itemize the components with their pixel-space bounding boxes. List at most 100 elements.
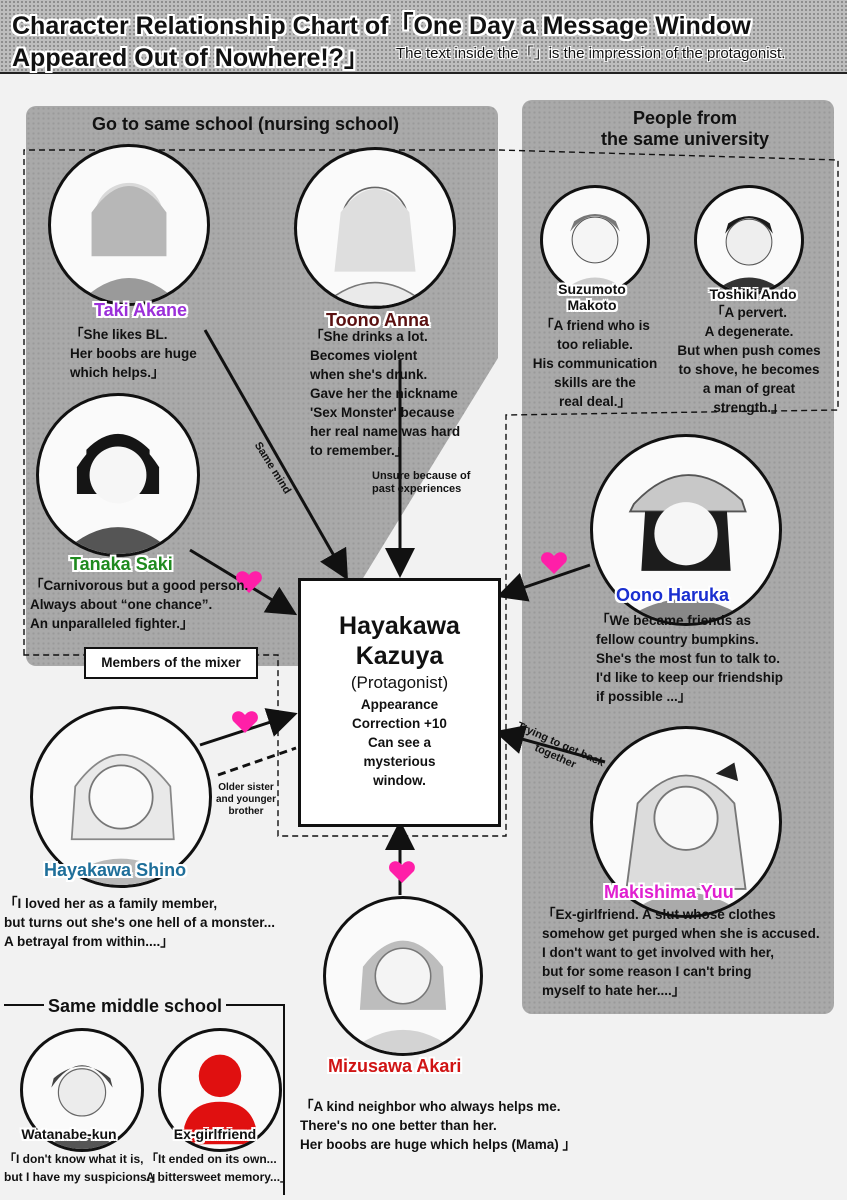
- desc-line: But when push comes: [677, 343, 821, 358]
- protagonist-role: (Protagonist): [350, 673, 449, 692]
- desc-line: real deal.」: [558, 394, 632, 409]
- desc-hayakawa-shino: 「I loved her as a family member, but tur…: [4, 894, 275, 951]
- edge-label-unsure: Unsure because of past experiences: [372, 470, 470, 496]
- desc-oono-haruka: 「We became friends as fellow country bum…: [596, 611, 783, 706]
- protagonist-info-line: mysterious: [363, 754, 436, 769]
- desc-line: An unparalleled fighter.」: [30, 616, 194, 631]
- desc-line: Her boobs are huge: [70, 346, 197, 361]
- edge-shino-to-protagonist: [199, 708, 298, 747]
- desc-ex-girlfriend: 「It ended on its own... A bittersweet me…: [146, 1150, 292, 1186]
- desc-line: which helps.」: [70, 365, 165, 380]
- desc-line: 「A friend who is: [540, 318, 650, 333]
- desc-line: skills are the: [554, 375, 636, 390]
- desc-line: somehow get purged when she is accused.: [542, 926, 820, 941]
- chart-title-line1: Character Relationship Chart of「One Day …: [12, 12, 751, 40]
- desc-line: His communication: [532, 356, 658, 371]
- chart-header: Character Relationship Chart of「One Day …: [0, 0, 847, 74]
- heart-mizusawa: [389, 861, 415, 883]
- desc-toono-anna: 「She drinks a lot. Becomes violent when …: [310, 327, 460, 460]
- edge-label-unsure-line1: Unsure because of: [372, 470, 471, 482]
- name-makishima-yuu-text: Makishima Yuu: [604, 882, 734, 902]
- edge-shino-dashed: [217, 746, 297, 777]
- desc-line: Her boobs are huge which helps (Mama) 」: [300, 1137, 577, 1152]
- university-group-label-line2: the same university: [600, 129, 770, 149]
- portrait-mizusawa-akari: [323, 896, 483, 1056]
- mixer-group-label: Members of the mixer: [84, 647, 258, 679]
- desc-line: 「I don't know what it is,: [4, 1152, 144, 1166]
- chart-subtitle: The text inside the「」is the impression o…: [396, 45, 786, 62]
- nursing-school-group-label: Go to same school (nursing school): [92, 114, 400, 134]
- name-oono-haruka-text: Oono Haruka: [616, 585, 730, 605]
- desc-line: 「She likes BL.: [70, 327, 168, 342]
- portrait-suzumoto-makoto: [540, 185, 650, 295]
- desc-line: but turns out she's one hell of a monste…: [4, 915, 275, 930]
- portrait-toshiki-ando: [694, 185, 804, 295]
- protagonist-info-line: window.: [373, 773, 426, 788]
- name-mizusawa-akari-text: Mizusawa Akari: [328, 1056, 462, 1076]
- protagonist-name-line2: Kazuya: [355, 642, 444, 670]
- university-group-label: People from the same university: [540, 108, 830, 150]
- desc-tanaka-saki: 「Carnivorous but a good person. Always a…: [30, 576, 248, 633]
- name-ex-girlfriend: Ex-girlfriend: [160, 1126, 270, 1142]
- desc-line: strength.」: [713, 400, 785, 415]
- desc-line: a man of great: [702, 381, 796, 396]
- name-toono-anna-text: Toono Anna: [326, 310, 429, 330]
- name-makishima-yuu: Makishima Yuu: [604, 882, 734, 903]
- name-watanabe-kun-text: Watanabe-kun: [21, 1126, 117, 1142]
- portrait-makishima-yuu: [590, 726, 782, 918]
- name-suzumoto-makoto: Suzumoto Makoto: [530, 281, 654, 313]
- portrait-ex-girlfriend: [158, 1028, 282, 1152]
- name-tanaka-saki-text: Tanaka Saki: [70, 554, 173, 574]
- protagonist-name-line1: Hayakawa: [339, 612, 460, 640]
- desc-line: A betrayal from within....」: [4, 934, 174, 949]
- desc-taki-akane: 「She likes BL. Her boobs are huge which …: [70, 325, 197, 382]
- edge-label-siblings-line3: brother: [228, 806, 264, 817]
- name-taki-akane-text: Taki Akane: [94, 300, 188, 320]
- name-suzumoto-line1: Suzumoto: [558, 281, 626, 297]
- portrait-toono-anna: [294, 147, 456, 309]
- protagonist-info-line: Can see a: [367, 735, 432, 750]
- protagonist-info: Appearance Correction +10 Can see a myst…: [301, 695, 498, 790]
- desc-line: 「I loved her as a family member,: [4, 896, 218, 911]
- edge-label-unsure-line2: past experiences: [372, 483, 462, 495]
- portrait-tanaka-saki: [36, 393, 200, 557]
- edge-label-siblings-line2: and younger: [216, 794, 277, 805]
- desc-line: 'Sex Monster' because: [310, 405, 455, 420]
- name-tanaka-saki: Tanaka Saki: [70, 554, 173, 575]
- name-toshiki-ando-text: Toshiki Ando: [709, 286, 797, 302]
- desc-line: to shove, he becomes: [678, 362, 820, 377]
- desc-line: 「We became friends as: [596, 613, 752, 628]
- desc-line: when she's drunk.: [310, 367, 428, 382]
- name-watanabe-kun: Watanabe-kun: [14, 1126, 124, 1142]
- name-suzumoto-line2: Makoto: [567, 297, 617, 313]
- portrait-hayakawa-shino: [30, 706, 212, 888]
- desc-line: 「A pervert.: [710, 305, 788, 320]
- portrait-oono-haruka: [590, 434, 782, 626]
- name-mizusawa-akari: Mizusawa Akari: [328, 1056, 461, 1077]
- protagonist-box: Hayakawa Kazuya (Protagonist) Appearance…: [298, 578, 501, 827]
- name-toono-anna: Toono Anna: [326, 310, 429, 331]
- desc-watanabe-kun: 「I don't know what it is, but I have my …: [4, 1150, 162, 1186]
- desc-mizusawa-akari: 「A kind neighbor who always helps me. Th…: [300, 1097, 576, 1154]
- protagonist-info-line: Correction +10: [352, 716, 447, 731]
- desc-line: There's no one better than her.: [300, 1118, 497, 1133]
- name-hayakawa-shino: Hayakawa Shino: [44, 860, 186, 881]
- desc-line: A degenerate.: [704, 324, 794, 339]
- desc-line: I don't want to get involved with her,: [542, 945, 774, 960]
- desc-line: 「Ex-girlfriend. A slut whose clothes: [542, 907, 776, 922]
- desc-line: 「It ended on its own...: [146, 1152, 277, 1166]
- edge-label-siblings: Older sister and younger brother: [216, 782, 276, 818]
- desc-line: Becomes violent: [310, 348, 418, 363]
- desc-line: myself to hate her....」: [542, 983, 686, 998]
- desc-line: 「She drinks a lot.: [310, 329, 428, 344]
- desc-line: Gave her the nickname: [310, 386, 458, 401]
- protagonist-name: Hayakawa Kazuya: [301, 611, 498, 671]
- portrait-watanabe-kun: [20, 1028, 144, 1152]
- desc-line: to remember.」: [310, 443, 409, 458]
- desc-line: Always about “one chance”.: [30, 597, 213, 612]
- edge-label-siblings-line1: Older sister: [218, 782, 274, 793]
- protagonist-info-line: Appearance: [360, 697, 439, 712]
- name-taki-akane: Taki Akane: [94, 300, 187, 321]
- portrait-taki-akane: [48, 144, 210, 306]
- desc-line: but for some reason I can't bring: [542, 964, 752, 979]
